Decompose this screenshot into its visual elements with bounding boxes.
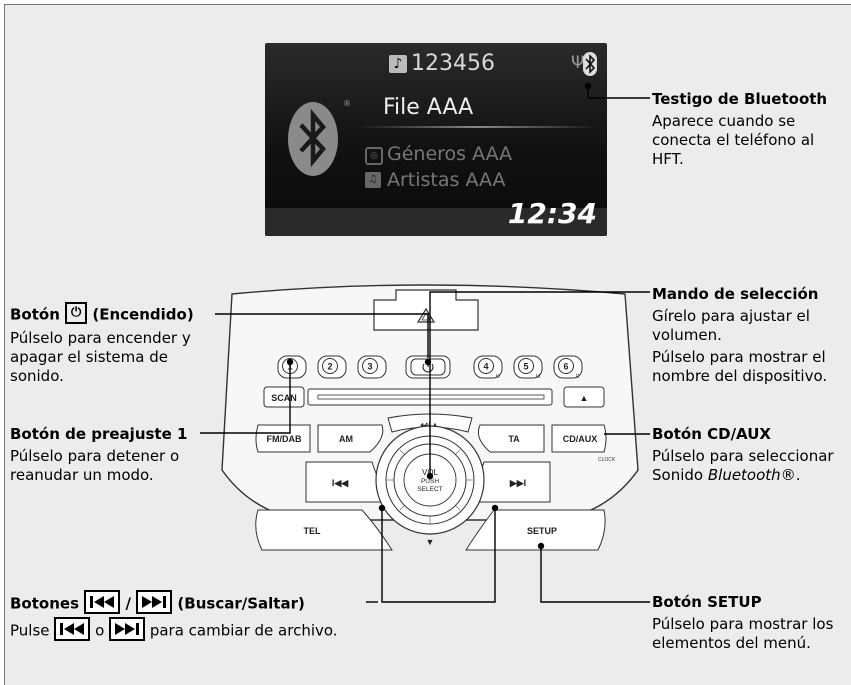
eject-label: ▲ bbox=[580, 393, 589, 403]
leader-dots bbox=[286, 82, 592, 550]
seek-forward-icon: ▶▶I bbox=[509, 478, 526, 488]
down-icon: ▼ bbox=[426, 537, 435, 547]
callout-seek-title: Botones / (Buscar/Saltar) bbox=[10, 590, 370, 616]
scan-button[interactable]: SCAN bbox=[263, 386, 305, 408]
preset-6-sub: R bbox=[576, 374, 580, 380]
divider-line bbox=[359, 126, 599, 128]
preset-4-label: 4 bbox=[483, 362, 488, 372]
bluetooth-indicator-icon bbox=[583, 52, 597, 76]
callout-preset-title: Botón de preajuste 1 bbox=[10, 425, 188, 443]
callout-seek-desc-prefix: Pulse bbox=[10, 621, 50, 640]
preset-5-button[interactable]: 5M bbox=[513, 355, 543, 380]
clock-time: 12:34 bbox=[507, 197, 597, 230]
callout-seek-desc-suffix: para cambiar de archivo. bbox=[149, 621, 338, 640]
skip-back-icon bbox=[84, 590, 121, 614]
file-name: File AAA bbox=[383, 95, 474, 120]
preset-2-label: 2 bbox=[327, 362, 332, 372]
callout-seek-desc-or: o bbox=[95, 621, 105, 640]
callout-bluetooth-indicator: Testigo de Bluetooth Aparece cuando se c… bbox=[652, 90, 837, 169]
setup-button[interactable]: SETUP bbox=[465, 509, 606, 551]
callout-seek-title-prefix: Botones bbox=[10, 594, 79, 613]
power-icon bbox=[422, 363, 434, 373]
callout-seek-title-sep: / bbox=[125, 594, 131, 613]
bottom-bar bbox=[265, 208, 607, 236]
skip-forward-icon-small bbox=[109, 617, 146, 641]
leader-lines bbox=[200, 86, 650, 603]
callout-preset-desc: Púlselo para detener o reanudar un modo. bbox=[10, 447, 180, 484]
preset-3-label: 3 bbox=[367, 362, 372, 372]
callout-knob-desc-1: Gírelo para ajustar el volumen. bbox=[652, 307, 810, 344]
preset-6-label: 6 bbox=[563, 362, 568, 372]
preset-1-button[interactable]: 1 bbox=[277, 355, 307, 379]
setup-label: SETUP bbox=[527, 526, 557, 536]
callout-power: Botón ⏻ (Encendido) Púlselo para encende… bbox=[10, 302, 220, 386]
artist-icon: ♫ bbox=[365, 172, 381, 188]
callout-preset-1: Botón de preajuste 1 Púlselo para detene… bbox=[10, 425, 210, 485]
am-button[interactable]: AM bbox=[317, 424, 384, 453]
callout-seek-title-suffix: (Buscar/Saltar) bbox=[177, 594, 305, 613]
scan-label: SCAN bbox=[271, 393, 297, 403]
callout-seek-desc: Pulse o para cambiar de archivo. bbox=[10, 617, 370, 643]
preset-5-label: 5 bbox=[523, 362, 528, 372]
preset-5-sub: M bbox=[536, 374, 540, 380]
power-icon-inline: ⏻ bbox=[65, 302, 88, 324]
preset-4-button[interactable]: 4H bbox=[473, 355, 503, 380]
artist-text: Artistas AAA bbox=[387, 169, 506, 191]
genre-text: Géneros AAA bbox=[387, 143, 513, 165]
seek-back-icon: I◀◀ bbox=[332, 478, 349, 488]
preset-2-button[interactable]: 2 bbox=[317, 355, 347, 379]
callout-power-desc: Púlselo para encender y apagar el sistem… bbox=[10, 329, 191, 385]
callout-cd-aux: Botón CD/AUX Púlselo para seleccionar So… bbox=[652, 425, 837, 485]
preset-3-button[interactable]: 3 bbox=[357, 355, 387, 379]
callout-cdaux-desc-italic: Bluetooth bbox=[707, 466, 781, 484]
callout-bluetooth-title: Testigo de Bluetooth bbox=[652, 90, 828, 108]
fm-dab-label: FM/DAB bbox=[267, 434, 302, 444]
skip-back-icon-small bbox=[54, 617, 91, 641]
ta-button[interactable]: TA bbox=[477, 424, 545, 453]
callout-cdaux-desc: Púlselo para seleccionar Sonido Bluetoot… bbox=[652, 447, 837, 485]
track-number: 123456 bbox=[411, 51, 495, 76]
callout-seek-skip: Botones / (Buscar/Saltar) Pulse o para c… bbox=[10, 590, 370, 643]
callout-cdaux-desc-prefix: Púlselo para seleccionar Sonido bbox=[652, 447, 834, 484]
callout-cdaux-desc-suffix: ®. bbox=[780, 466, 801, 484]
knob-select-label: SELECT bbox=[417, 486, 442, 493]
selector-knob[interactable]: VOL PUSH SELECT bbox=[375, 425, 485, 535]
preset-6-button[interactable]: 6R bbox=[553, 355, 583, 380]
knob-push-label: PUSH bbox=[421, 478, 439, 485]
ta-label: TA bbox=[508, 434, 520, 444]
audio-display: ♪ 123456 Ψ File AAA ® ◎ Géneros AAA ♫ Ar… bbox=[265, 43, 607, 236]
callout-setup-desc: Púlselo para mostrar los elementos del m… bbox=[652, 615, 834, 652]
skip-forward-icon bbox=[136, 590, 173, 614]
usb-icon: Ψ bbox=[571, 53, 585, 73]
genre-icon: ◎ bbox=[365, 147, 383, 165]
callout-bluetooth-desc: Aparece cuando se conecta el teléfono al… bbox=[652, 112, 815, 168]
callout-knob-title: Mando de selección bbox=[652, 285, 819, 303]
registered-mark: ® bbox=[343, 99, 351, 108]
preset-4-sub: H bbox=[496, 374, 500, 380]
callout-knob-desc-2: Púlselo para mostrar el nombre del dispo… bbox=[652, 348, 828, 385]
callout-setup-title: Botón SETUP bbox=[652, 593, 762, 611]
clock-label: CLOCK bbox=[598, 457, 616, 463]
tel-label: TEL bbox=[304, 526, 322, 536]
callout-setup: Botón SETUP Púlselo para mostrar los ele… bbox=[652, 593, 837, 653]
tel-button[interactable]: TEL bbox=[255, 509, 393, 551]
callout-power-title-suffix: (Encendido) bbox=[92, 305, 194, 324]
callout-cdaux-title: Botón CD/AUX bbox=[652, 425, 771, 443]
preset-buttons: 1 2 3 4H 5M 6R bbox=[277, 355, 583, 380]
bluetooth-logo-icon bbox=[288, 102, 338, 176]
eject-button[interactable]: ▲ bbox=[563, 386, 605, 408]
fm-dab-button[interactable]: FM/DAB bbox=[255, 424, 311, 453]
music-note-icon: ♪ bbox=[389, 55, 407, 73]
callout-selector-knob: Mando de selección Gírelo para ajustar e… bbox=[652, 285, 837, 386]
cd-aux-label: CD/AUX bbox=[563, 434, 598, 444]
callout-power-title: Botón ⏻ (Encendido) bbox=[10, 302, 220, 326]
callout-power-title-prefix: Botón bbox=[10, 305, 60, 324]
cd-aux-button[interactable]: CD/AUX bbox=[551, 424, 607, 453]
am-label: AM bbox=[339, 434, 353, 444]
